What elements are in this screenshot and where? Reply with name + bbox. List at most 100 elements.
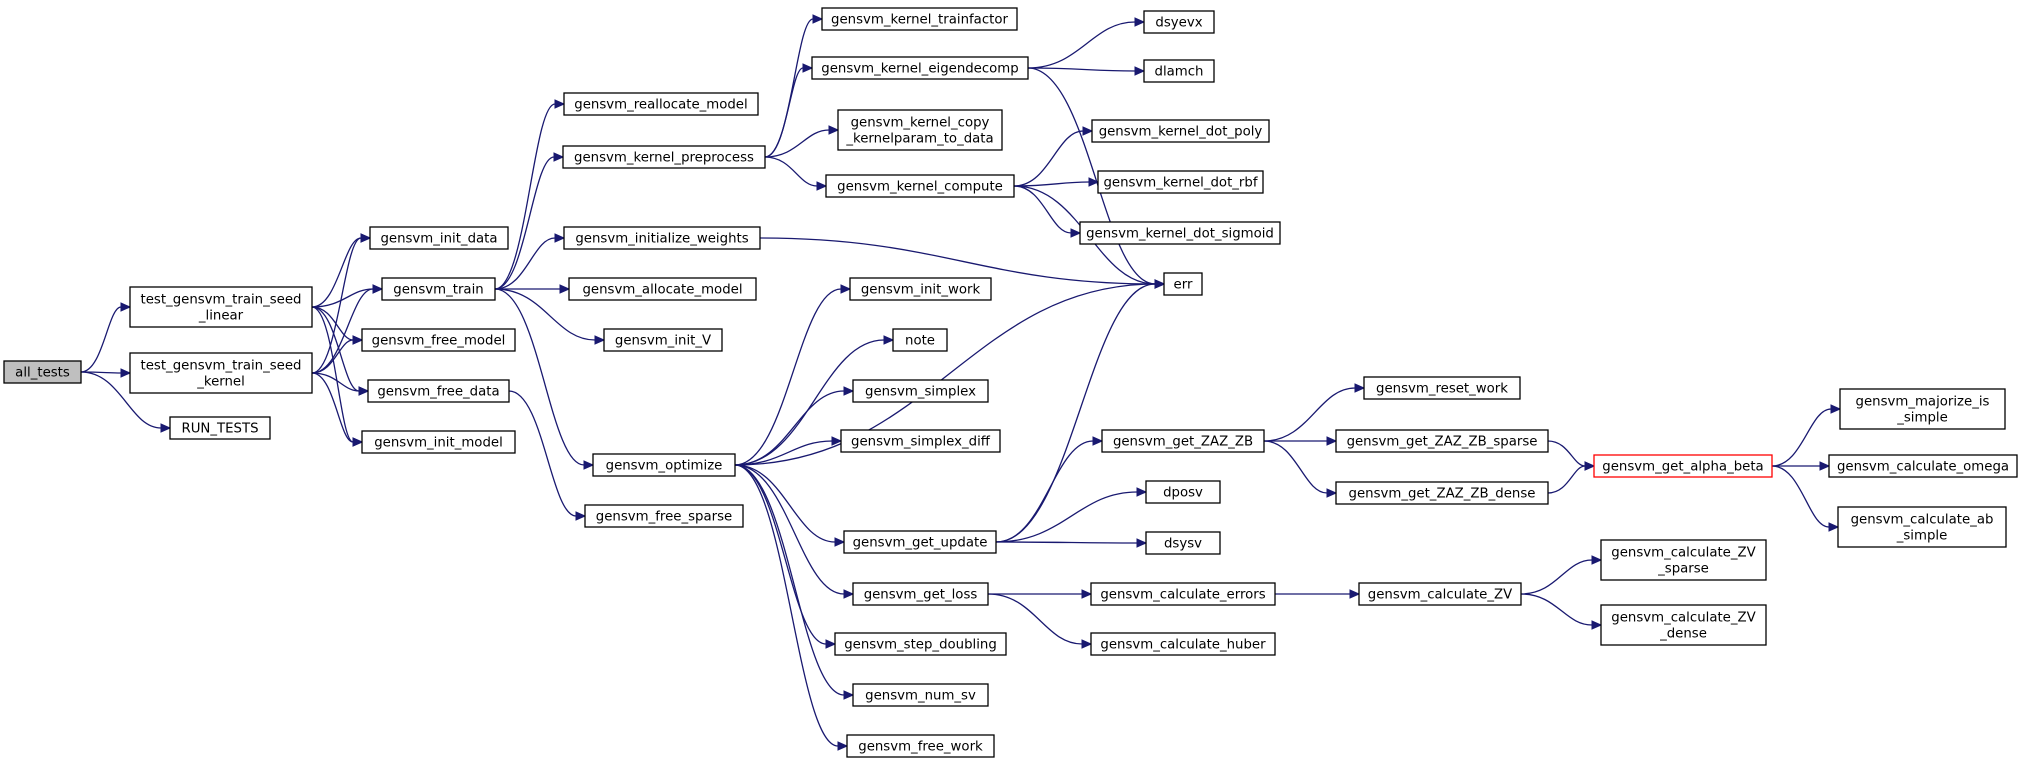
node-box-calc_huber — [1090, 632, 1276, 656]
node-dlamch[interactable]: dlamch — [1143, 59, 1215, 83]
arrowhead-kpre-to-keig — [802, 63, 814, 73]
node-free_work[interactable]: gensvm_free_work — [846, 734, 995, 758]
arrowhead-t_kernel-to-train — [372, 284, 384, 294]
edge-t_kernel-to-init_model — [311, 372, 354, 443]
node-step_doubling[interactable]: gensvm_step_doubling — [834, 632, 1007, 656]
node-box-init_data — [369, 226, 509, 250]
node-kcopy[interactable]: gensvm_kernel_copy_kernelparam_to_data — [837, 109, 1003, 151]
node-zv_sparse[interactable]: gensvm_calculate_ZV_sparse — [1600, 539, 1767, 581]
edge-get_update-to-dposv — [995, 491, 1138, 543]
node-label: gensvm_init_model — [374, 436, 503, 451]
edge-keig-to-dlamch — [1027, 67, 1136, 72]
node-krbf[interactable]: gensvm_kernel_dot_rbf — [1097, 170, 1264, 194]
node-box-all_tests — [3, 360, 82, 384]
node-run_tests[interactable]: RUN_TESTS — [169, 416, 271, 440]
node-free_model[interactable]: gensvm_free_model — [361, 328, 516, 352]
node-dposv[interactable]: dposv — [1145, 480, 1221, 504]
node-kpoly[interactable]: gensvm_kernel_dot_poly — [1091, 119, 1270, 143]
node-label: _simple — [1896, 529, 1948, 544]
node-dsysv[interactable]: dsysv — [1145, 531, 1221, 555]
node-zaz_sparse[interactable]: gensvm_get_ZAZ_ZB_sparse — [1335, 429, 1549, 453]
edge-train-to-initv — [494, 288, 596, 341]
edge-all_tests-to-run_tests — [80, 371, 162, 429]
arrowhead-kcomp-to-ksig — [1070, 228, 1082, 238]
node-box-reset_work — [1363, 376, 1521, 400]
node-note[interactable]: note — [892, 328, 948, 352]
arrowhead-train-to-initw — [554, 233, 566, 243]
node-init_work[interactable]: gensvm_init_work — [849, 277, 992, 301]
edge-zaz-to-reset_work — [1263, 387, 1356, 442]
node-box-init_work — [849, 277, 992, 301]
node-reset_work[interactable]: gensvm_reset_work — [1363, 376, 1521, 400]
node-get_update[interactable]: gensvm_get_update — [843, 530, 997, 554]
node-kcomp[interactable]: gensvm_kernel_compute — [825, 174, 1015, 198]
node-dsyevx[interactable]: dsyevx — [1143, 10, 1215, 34]
node-all_tests[interactable]: all_tests — [3, 360, 82, 384]
node-majorize[interactable]: gensvm_majorize_is_simple — [1839, 388, 2006, 430]
node-free_sparse[interactable]: gensvm_free_sparse — [584, 504, 744, 528]
edge-free_data-to-free_sparse — [508, 390, 577, 517]
node-calc_huber[interactable]: gensvm_calculate_huber — [1090, 632, 1276, 656]
node-train[interactable]: gensvm_train — [381, 277, 496, 301]
node-box-ksig — [1079, 221, 1281, 245]
node-num_sv[interactable]: gensvm_num_sv — [852, 683, 989, 707]
edge-zaz_sparse-to-alpha_beta — [1547, 440, 1586, 467]
node-box-zaz — [1101, 429, 1265, 453]
node-box-krbf — [1097, 170, 1264, 194]
arrowhead-calc_zv-to-zv_dense — [1591, 620, 1603, 630]
arrowhead-optimize-to-get_loss — [843, 589, 855, 599]
node-label: dlamch — [1155, 65, 1204, 80]
edge-get_loss-to-calc_huber — [987, 593, 1083, 645]
node-initw[interactable]: gensvm_initialize_weights — [563, 226, 761, 250]
arrowhead-all_tests-to-t_linear — [120, 302, 132, 312]
node-zaz_dense[interactable]: gensvm_get_ZAZ_ZB_dense — [1335, 481, 1549, 505]
node-free_data[interactable]: gensvm_free_data — [367, 379, 510, 403]
node-box-free_model — [361, 328, 516, 352]
node-zv_dense[interactable]: gensvm_calculate_ZV_dense — [1600, 604, 1767, 646]
edge-t_kernel-to-train — [311, 288, 374, 374]
node-optimize[interactable]: gensvm_optimize — [592, 453, 736, 477]
arrowhead-keig-to-dsyevx — [1134, 17, 1146, 27]
node-calc_errors[interactable]: gensvm_calculate_errors — [1090, 582, 1276, 606]
node-label: dsyevx — [1155, 16, 1202, 31]
node-zaz[interactable]: gensvm_get_ZAZ_ZB — [1101, 429, 1265, 453]
arrowhead-all_tests-to-run_tests — [160, 423, 172, 433]
node-ksig[interactable]: gensvm_kernel_dot_sigmoid — [1079, 221, 1281, 245]
node-t_kernel[interactable]: test_gensvm_train_seed_kernel — [129, 352, 313, 394]
node-box-get_loss — [852, 582, 989, 606]
node-alloc[interactable]: gensvm_allocate_model — [568, 277, 757, 301]
node-box-kpre — [562, 145, 766, 169]
node-label: gensvm_calculate_ZV — [1368, 588, 1512, 603]
node-realloc[interactable]: gensvm_reallocate_model — [563, 92, 759, 116]
node-simplex_diff[interactable]: gensvm_simplex_diff — [840, 429, 1001, 453]
node-label: gensvm_majorize_is — [1856, 395, 1990, 410]
node-label: gensvm_free_sparse — [596, 510, 732, 525]
node-initv[interactable]: gensvm_init_V — [603, 328, 723, 352]
edge-optimize-to-simplex — [734, 390, 845, 466]
arrowhead-t_kernel-to-free_model — [352, 335, 364, 345]
node-t_linear[interactable]: test_gensvm_train_seed_linear — [129, 286, 313, 328]
arrowhead-t_kernel-to-init_model — [352, 437, 364, 447]
node-label: gensvm_get_ZAZ_ZB_sparse — [1347, 435, 1538, 450]
node-get_loss[interactable]: gensvm_get_loss — [852, 582, 989, 606]
arrowhead-kpre-to-kcopy — [828, 125, 840, 135]
node-label: note — [905, 334, 935, 349]
node-keig[interactable]: gensvm_kernel_eigendecomp — [811, 56, 1029, 80]
nodes-layer: all_tests test_gensvm_train_seed_linearte… — [3, 7, 2018, 758]
arrowhead-free_data-to-free_sparse — [575, 511, 587, 521]
node-simplex[interactable]: gensvm_simplex — [852, 379, 989, 403]
node-ab_simple[interactable]: gensvm_calculate_ab_simple — [1837, 506, 2007, 548]
node-init_data[interactable]: gensvm_init_data — [369, 226, 509, 250]
node-label: gensvm_allocate_model — [582, 283, 742, 298]
node-init_model[interactable]: gensvm_init_model — [361, 430, 516, 454]
node-err[interactable]: err — [1163, 272, 1203, 296]
arrowhead-optimize-to-free_work — [837, 741, 849, 751]
node-alpha_beta[interactable]: gensvm_get_alpha_beta — [1593, 454, 1773, 478]
node-label: gensvm_free_data — [377, 385, 499, 400]
node-label: gensvm_init_V — [615, 334, 711, 349]
node-label: gensvm_init_work — [861, 283, 981, 298]
node-kpre[interactable]: gensvm_kernel_preprocess — [562, 145, 766, 169]
node-ktrain[interactable]: gensvm_kernel_trainfactor — [821, 7, 1018, 31]
node-omega[interactable]: gensvm_calculate_omega — [1828, 454, 2018, 478]
node-calc_zv[interactable]: gensvm_calculate_ZV — [1358, 582, 1522, 606]
